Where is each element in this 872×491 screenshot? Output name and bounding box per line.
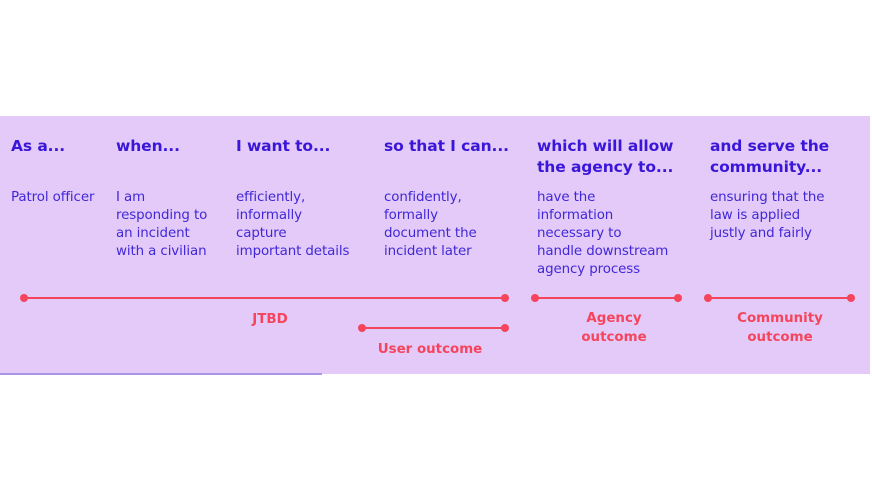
body-line: handle downstream (537, 244, 669, 259)
body-line: with a civilian (116, 244, 207, 259)
heading-line: the agency to... (537, 158, 674, 176)
body-line: law is applied (710, 208, 801, 223)
body-line: confidently, (384, 190, 462, 205)
body-line: efficiently, (236, 190, 306, 205)
span-label-line: outcome (747, 330, 813, 345)
heading-line: and serve the (710, 137, 830, 155)
span-label: Agency outcome (581, 309, 646, 347)
span-end-dot (674, 294, 682, 302)
column-body: ensuring that the law is applied justly … (710, 189, 824, 243)
span-start-dot (20, 294, 28, 302)
heading-line: community... (710, 158, 823, 176)
span-label-line: Community (737, 311, 823, 326)
span-end-dot (847, 294, 855, 302)
span-start-dot (704, 294, 712, 302)
heading-line: I want to... (236, 137, 331, 155)
body-line: justly and fairly (710, 226, 812, 241)
span-start-dot (358, 324, 366, 332)
body-line: an incident (116, 226, 190, 241)
span-label-line: User outcome (377, 342, 483, 357)
span-label-line: Agency (586, 311, 642, 326)
body-line: responding to (116, 208, 208, 223)
column-body: have the information necessary to handle… (537, 189, 668, 279)
column-heading: so that I can... (384, 136, 509, 157)
body-line: incident later (384, 244, 472, 259)
body-line: capture (236, 226, 287, 241)
span-end-dot (501, 294, 509, 302)
body-line: Patrol officer (11, 190, 95, 205)
column-heading: when... (116, 136, 180, 157)
body-line: ensuring that the (710, 190, 825, 205)
column-heading: which will allow the agency to... (537, 136, 674, 178)
body-line: agency process (537, 262, 641, 277)
span-label: Community outcome (737, 309, 823, 347)
body-line: informally (236, 208, 302, 223)
span-label-line: JTBD (252, 312, 288, 327)
body-line: have the (537, 190, 596, 205)
body-line: important details (236, 244, 350, 259)
span-label: User outcome (378, 340, 483, 359)
span-line (362, 327, 505, 329)
column-body: confidently, formally document the incid… (384, 189, 477, 261)
span-line (708, 297, 851, 299)
heading-line: As a... (11, 137, 66, 155)
span-line (24, 297, 505, 299)
panel-bottom-divider (0, 373, 322, 375)
heading-line: when... (116, 137, 180, 155)
span-label: JTBD (252, 310, 287, 329)
span-end-dot (501, 324, 509, 332)
span-line (535, 297, 678, 299)
body-line: document the (384, 226, 477, 241)
column-heading: As a... (11, 136, 65, 157)
span-label-line: outcome (581, 330, 647, 345)
column-heading: I want to... (236, 136, 330, 157)
body-line: I am (116, 190, 146, 205)
column-body: efficiently, informally capture importan… (236, 189, 349, 261)
jtbd-panel: As a... Patrol officer when... I am resp… (0, 116, 870, 374)
column-heading: and serve the community... (710, 136, 829, 178)
body-line: formally (384, 208, 438, 223)
heading-line: which will allow (537, 137, 674, 155)
body-line: necessary to (537, 226, 622, 241)
span-start-dot (531, 294, 539, 302)
heading-line: so that I can... (384, 137, 509, 155)
body-line: information (537, 208, 614, 223)
column-body: Patrol officer (11, 189, 94, 207)
column-body: I am responding to an incident with a ci… (116, 189, 207, 261)
